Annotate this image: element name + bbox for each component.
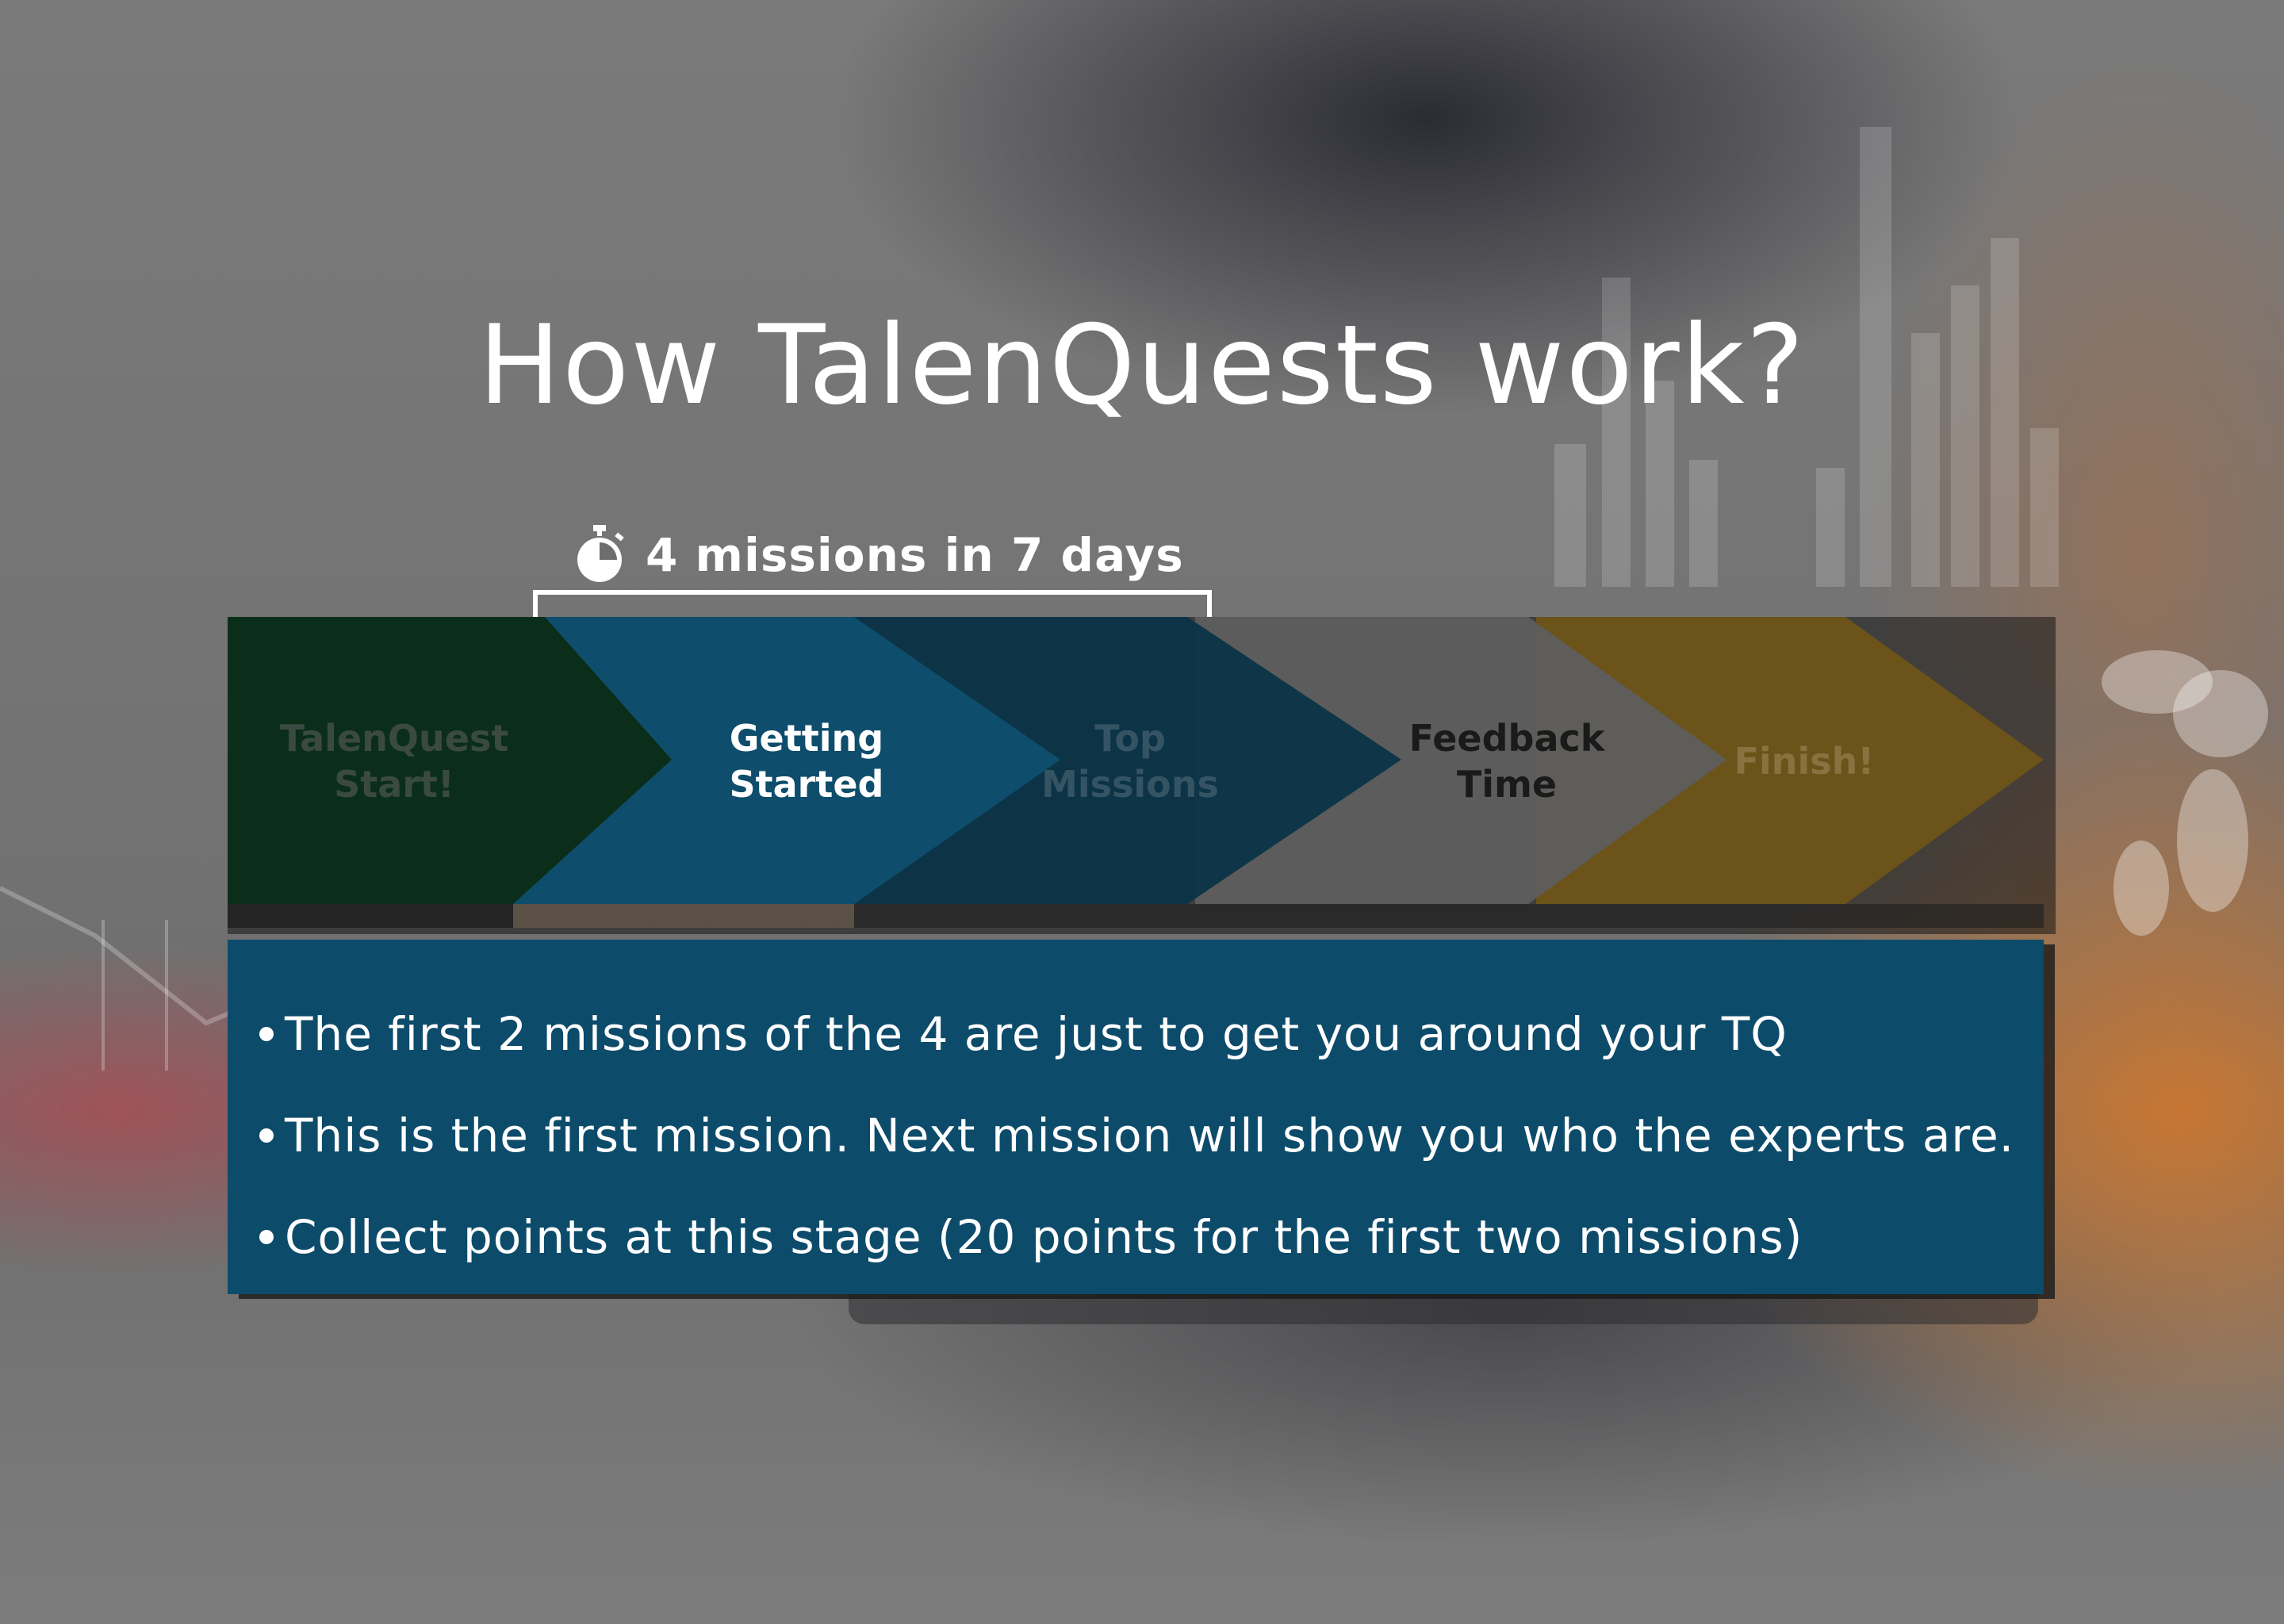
step-label-talenquest-start: TalenQuest Start!	[279, 717, 509, 806]
page-title: How TalenQuests work?	[478, 301, 1806, 429]
step-arrow-getting-started	[513, 617, 1060, 904]
step-arrow-feedback-time	[1195, 617, 1726, 904]
bullet-text: This is the first mission. Next mission …	[285, 1109, 2015, 1162]
list-item: Collect points at this stage (20 points …	[259, 1186, 2014, 1288]
steps-graphic	[228, 617, 2044, 928]
step-arrow-top-missions	[854, 617, 1401, 904]
bullet-icon	[259, 1128, 274, 1143]
duration-bracket	[533, 590, 1212, 617]
step-label-finish: Finish!	[1734, 740, 1875, 783]
step-label-getting-started: Getting Started	[729, 717, 884, 806]
list-item: The first 2 missions of the 4 are just t…	[259, 983, 2014, 1085]
info-bullet-list: The first 2 missions of the 4 are just t…	[259, 983, 2014, 1288]
info-box: The first 2 missions of the 4 are just t…	[228, 940, 2044, 1294]
bullet-text: Collect points at this stage (20 points …	[285, 1210, 1803, 1264]
duration-badge: 4 missions in 7 days	[571, 523, 1184, 587]
step-label-feedback-time: Feedback Time	[1408, 717, 1605, 806]
step-arrow-talenquest-start	[228, 617, 672, 904]
step-arrow-finish	[1536, 617, 2044, 904]
list-item: This is the first mission. Next mission …	[259, 1085, 2014, 1186]
bullet-icon	[259, 1230, 274, 1244]
bullet-text: The first 2 missions of the 4 are just t…	[285, 1007, 1788, 1061]
mission-steps: TalenQuest Start! Getting Started Top Mi…	[228, 617, 2056, 934]
stopwatch-icon	[577, 525, 624, 582]
step-label-top-missions: Top Missions	[1041, 717, 1219, 806]
bullet-icon	[259, 1027, 274, 1041]
duration-label: 4 missions in 7 days	[646, 528, 1184, 582]
